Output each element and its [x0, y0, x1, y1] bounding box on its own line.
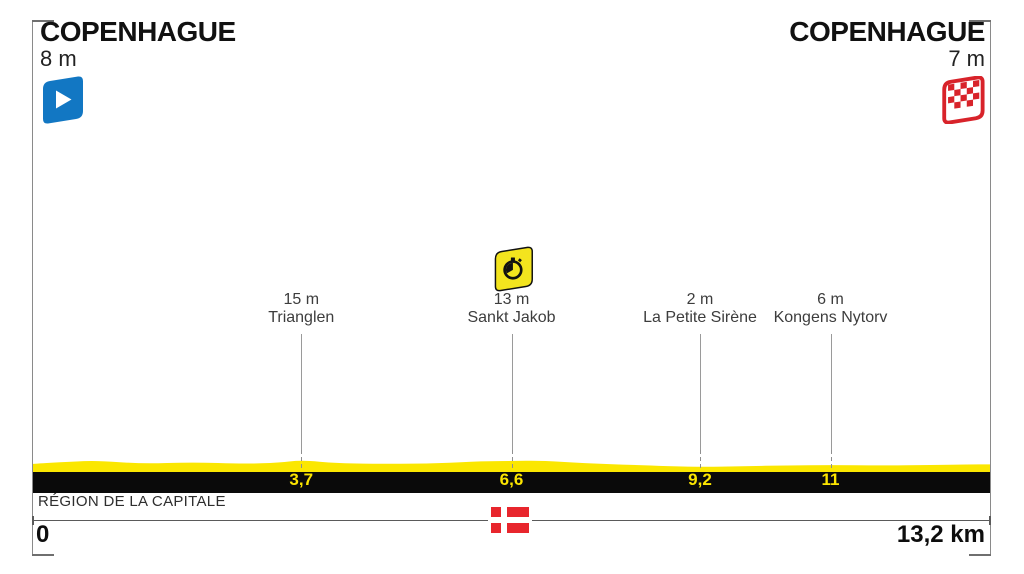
- axis-distance-label: 13,2 km: [896, 521, 985, 548]
- waypoint-elevation: 15 m: [283, 291, 320, 308]
- waypoint-line: [511, 334, 513, 452]
- corner-bracket-top-left: [32, 20, 54, 22]
- corner-bracket-bottom-left: [32, 554, 54, 556]
- corner-bracket-top-right: [969, 20, 991, 22]
- stopwatch-flag-icon: [494, 246, 533, 292]
- waypoint-name: Trianglen: [268, 309, 335, 326]
- waypoint-elevation: 6 m: [817, 291, 844, 308]
- waypoint-elevation: 2 m: [686, 291, 714, 308]
- finish-location-name: COPENHAGUE: [789, 16, 985, 47]
- waypoint-dashed-line: [511, 450, 513, 470]
- plot-frame-left-line: [32, 20, 33, 556]
- finish-elevation: 7 m: [948, 46, 985, 71]
- waypoint-dashed-line: [301, 450, 303, 470]
- start-flag-icon: [43, 76, 83, 124]
- denmark-flag-icon: [488, 504, 532, 536]
- axis-end-tick: [989, 516, 991, 525]
- waypoint-line: [700, 334, 701, 452]
- waypoint-km-label: 9,2: [688, 470, 712, 489]
- waypoint-elevation: 13 m: [493, 291, 530, 308]
- waypoint-name: Sankt Jakob: [467, 309, 556, 326]
- stopwatch-icon: [502, 257, 523, 280]
- waypoint-name: Kongens Nytorv: [773, 309, 888, 326]
- waypoint-dashed-line: [830, 450, 832, 470]
- start-elevation: 8 m: [40, 46, 77, 71]
- waypoint-km-label: 3,7: [289, 470, 314, 489]
- profile-baseline-bar: [33, 470, 990, 493]
- plot-frame-right-line: [990, 20, 991, 556]
- axis-start-label: 0: [36, 521, 50, 548]
- checkerboard-pattern: [948, 79, 980, 109]
- waypoint-km-label: 11: [821, 470, 840, 489]
- start-location-name: COPENHAGUE: [40, 16, 236, 47]
- waypoint-line: [830, 334, 832, 452]
- checkered-finish-flag-icon: [942, 76, 985, 124]
- waypoint-line: [301, 334, 303, 452]
- waypoint-km-label: 6,6: [499, 470, 524, 489]
- waypoint-name: La Petite Sirène: [643, 309, 757, 326]
- corner-bracket-bottom-right: [969, 554, 991, 556]
- play-triangle-icon: [56, 90, 72, 109]
- axis-start-tick: [32, 516, 34, 525]
- waypoint-dashed-line: [700, 450, 701, 470]
- region-label: RÉGION DE LA CAPITALE: [38, 493, 226, 510]
